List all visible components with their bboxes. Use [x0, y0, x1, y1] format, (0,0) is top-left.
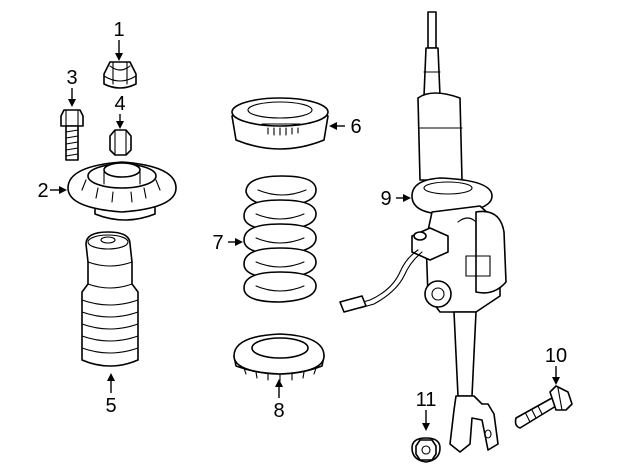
part-10-long-bolt[interactable]: [514, 385, 573, 429]
callout-4: 4: [114, 93, 125, 115]
part-6-upper-spring-seat[interactable]: [231, 97, 329, 150]
callout-8: 8: [273, 400, 284, 422]
callout-7: 7: [212, 232, 223, 254]
callout-labels: 1 2 3 4 5 6 7 8 9 10 11: [37, 19, 567, 422]
part-5-dust-boot[interactable]: [81, 231, 139, 367]
callout-6: 6: [350, 116, 361, 138]
part-11-flange-nut[interactable]: [411, 437, 441, 463]
part-8-lower-spring-seat[interactable]: [233, 333, 325, 382]
part-4-nut[interactable]: [109, 129, 132, 156]
callout-10: 10: [545, 345, 567, 367]
part-7-coil-spring[interactable]: [243, 175, 317, 303]
callout-5: 5: [105, 395, 116, 417]
callout-2: 2: [37, 180, 48, 202]
leader-lines: [50, 40, 560, 431]
part-3-bolt[interactable]: [60, 109, 84, 161]
callout-1: 1: [113, 19, 124, 41]
part-9-strut-assembly[interactable]: [339, 11, 507, 453]
callout-11: 11: [416, 389, 437, 411]
callout-9: 9: [380, 188, 391, 210]
part-1-mount-cap[interactable]: [103, 61, 137, 89]
part-2-upper-mount[interactable]: [67, 161, 177, 221]
callout-3: 3: [66, 67, 77, 89]
